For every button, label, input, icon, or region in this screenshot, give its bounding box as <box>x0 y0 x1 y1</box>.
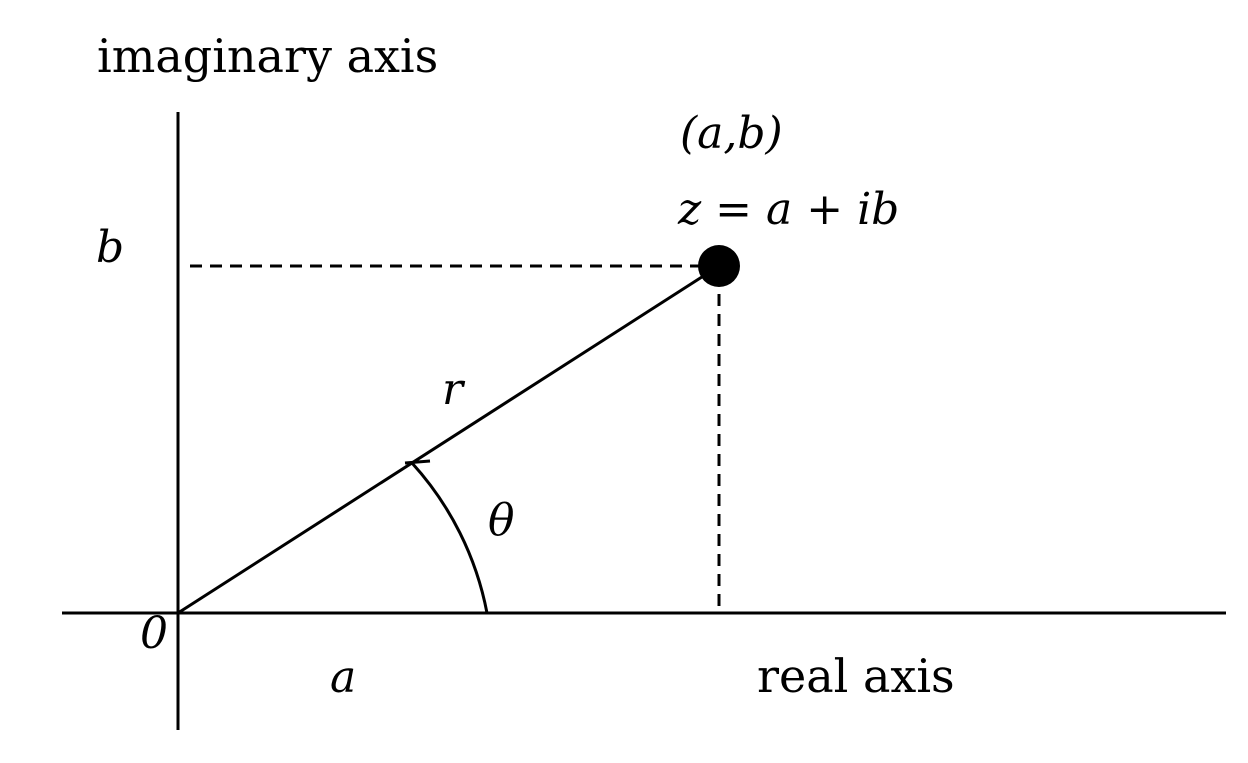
radius-label: r <box>442 364 466 415</box>
point-equation-label: z = a + ib <box>677 184 899 235</box>
angle-theta-label: θ <box>488 495 515 546</box>
complex-point-marker <box>698 245 740 287</box>
angle-arc-tick <box>404 459 431 465</box>
imaginary-axis-label: imaginary axis <box>97 29 438 83</box>
angle-arc <box>410 461 489 614</box>
real-axis-label: real axis <box>757 649 955 703</box>
point-coordinates-label: (a,b) <box>680 108 783 159</box>
origin-label: 0 <box>140 608 168 659</box>
a-value-label: a <box>330 652 356 703</box>
b-value-label: b <box>96 222 124 273</box>
radius-vector-line <box>177 264 720 615</box>
